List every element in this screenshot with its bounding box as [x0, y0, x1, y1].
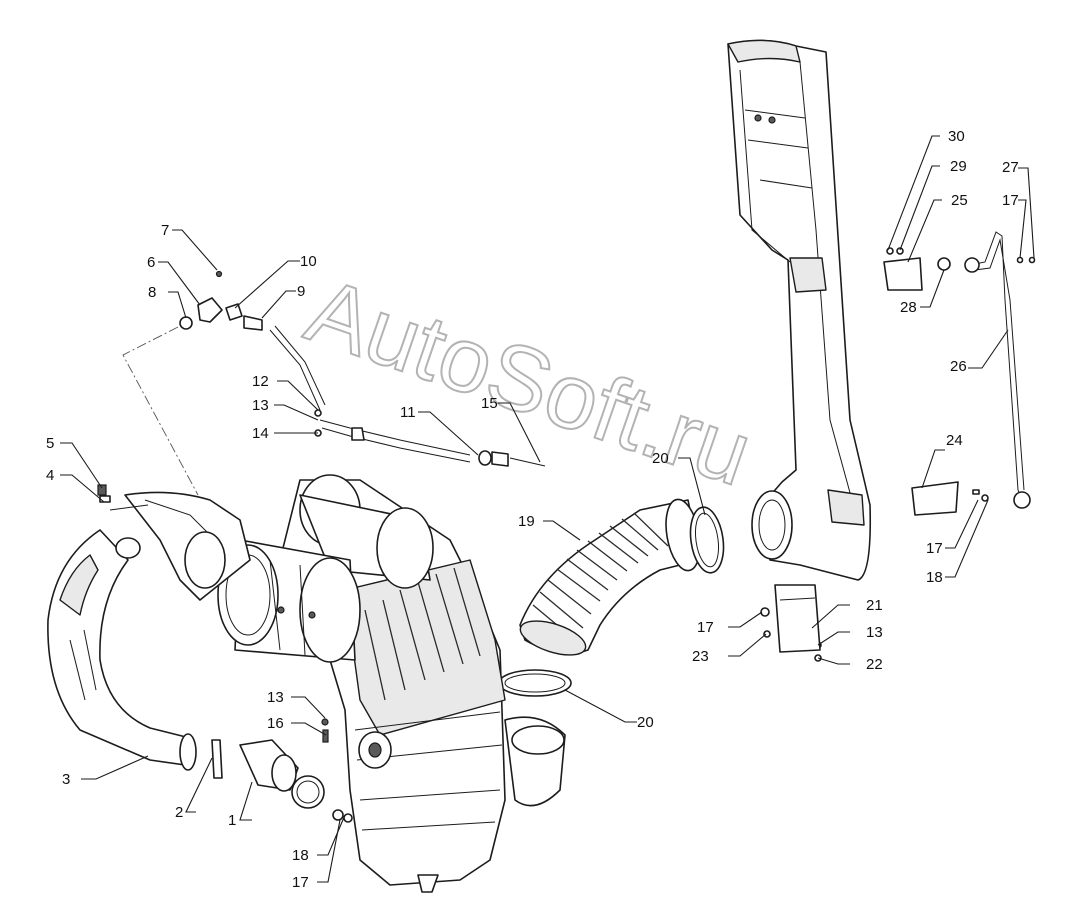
connector-hose-1 — [239, 739, 299, 792]
callout-15: 15 — [481, 395, 498, 412]
assembly-centerline — [122, 326, 199, 496]
callout-30: 30 — [948, 128, 965, 145]
air-filter-housing — [217, 474, 566, 893]
callout-17-d: 17 — [1002, 192, 1019, 209]
callout-25: 25 — [951, 192, 968, 209]
callout-16: 16 — [267, 715, 284, 732]
callout-17-b: 17 — [697, 619, 714, 636]
callout-27: 27 — [1002, 159, 1019, 176]
clamp-ring — [291, 775, 325, 809]
callout-18-b: 18 — [926, 569, 943, 586]
callout-2: 2 — [175, 804, 183, 821]
callout-18-a: 18 — [292, 847, 309, 864]
hose-clamp-lower — [498, 669, 572, 697]
callout-21: 21 — [866, 597, 883, 614]
callout-10: 10 — [300, 253, 317, 270]
clamp-2 — [211, 739, 223, 779]
corrugated-hose — [519, 498, 701, 656]
callout-11: 11 — [400, 404, 416, 421]
callout-17-a: 17 — [292, 874, 309, 891]
callout-3: 3 — [62, 771, 70, 788]
callout-26: 26 — [950, 358, 967, 375]
callout-1: 1 — [228, 812, 236, 829]
callout-12: 12 — [252, 373, 269, 390]
callout-20-a: 20 — [652, 450, 669, 467]
mounting-bracket — [774, 584, 821, 653]
callout-14: 14 — [252, 425, 269, 442]
callout-13-a: 13 — [252, 397, 269, 414]
callout-22: 22 — [866, 656, 883, 673]
callout-23: 23 — [692, 648, 709, 665]
callout-13-c: 13 — [866, 624, 883, 641]
callout-9: 9 — [297, 283, 305, 300]
callout-13-b: 13 — [267, 689, 284, 706]
callout-6: 6 — [147, 254, 155, 271]
breather-tube — [179, 270, 546, 467]
callout-19: 19 — [518, 513, 535, 530]
callout-5: 5 — [46, 435, 54, 452]
callout-28: 28 — [900, 299, 917, 316]
callout-8: 8 — [148, 284, 156, 301]
callout-29: 29 — [950, 158, 967, 175]
callout-labels: 1 2 3 4 5 6 7 8 9 10 11 12 13 13 13 14 1… — [46, 128, 1019, 891]
inlet-duct — [124, 491, 251, 601]
air-intake-snorkel — [727, 39, 872, 581]
bent-duct-pipe — [47, 504, 197, 771]
callout-17-c: 17 — [926, 540, 943, 557]
leader-lines — [60, 135, 1035, 883]
hose-clamp-upper — [689, 506, 725, 574]
callout-4: 4 — [46, 467, 54, 484]
callout-20-b: 20 — [637, 714, 654, 731]
callout-24: 24 — [946, 432, 963, 449]
callout-7: 7 — [161, 222, 169, 239]
